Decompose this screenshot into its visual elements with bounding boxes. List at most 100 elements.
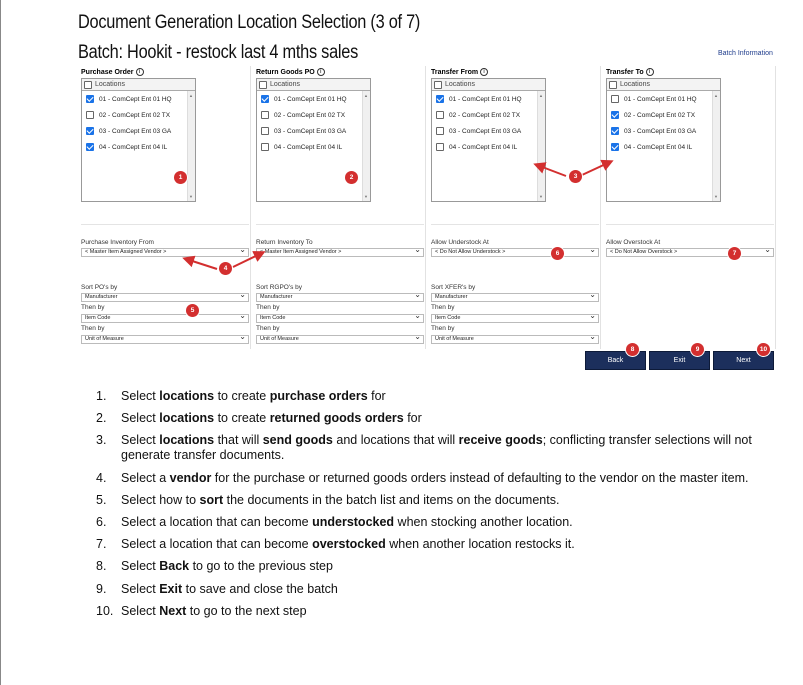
- location-option[interactable]: 01 - ComCept Ent 01 HQ: [432, 91, 545, 107]
- step-keyword: locations: [159, 389, 215, 403]
- step-fragment: Select: [121, 389, 160, 403]
- callout-badge-5: 5: [186, 304, 199, 317]
- step-text: Select a location that can become overst…: [121, 537, 575, 552]
- then-by-label: Then by: [431, 304, 455, 311]
- step-fragment: Select: [121, 411, 160, 426]
- step-keyword: send goods: [262, 433, 333, 448]
- location-option[interactable]: 01 - ComCept Ent 01 HQ: [82, 91, 195, 107]
- location-option[interactable]: 03 - ComCept Ent 03 GA: [607, 123, 720, 139]
- page-left-border: [0, 0, 1, 685]
- then-by-label: Then by: [81, 304, 105, 311]
- step-text: Select Exit to save and close the batch: [121, 582, 338, 597]
- step-fragment: and locations that will: [332, 433, 459, 448]
- location-checkbox[interactable]: [86, 95, 94, 103]
- info-icon[interactable]: i: [316, 68, 325, 76]
- then-by-select[interactable]: Item Code: [431, 312, 599, 323]
- location-checkbox[interactable]: [261, 143, 269, 151]
- select-all-checkbox[interactable]: [259, 80, 267, 89]
- next-button[interactable]: Next: [713, 351, 774, 370]
- location-checkbox[interactable]: [261, 111, 269, 119]
- step-fragment: to go to the previous step: [189, 559, 333, 574]
- info-icon[interactable]: i: [135, 68, 144, 76]
- select-all-checkbox[interactable]: [434, 80, 442, 89]
- step-keyword: understocked: [312, 514, 395, 529]
- location-checkbox[interactable]: [611, 143, 619, 151]
- step-keyword: Next: [159, 603, 187, 618]
- location-option[interactable]: 04 - ComCept Ent 04 IL: [257, 139, 370, 155]
- location-checkbox[interactable]: [436, 95, 444, 103]
- instruction-step: 8.Select Back to go to the previous step: [96, 559, 776, 574]
- then-by-select[interactable]: Item Code: [81, 312, 249, 323]
- instruction-step: 3.Select locations that will send goods …: [96, 433, 776, 463]
- step-keyword: sort: [199, 492, 224, 507]
- then-by-select-2[interactable]: Unit of Measure: [256, 333, 424, 344]
- location-checkbox[interactable]: [86, 143, 94, 151]
- select-all-checkbox[interactable]: [84, 80, 92, 89]
- step-fragment: Select how to: [121, 492, 200, 507]
- location-option[interactable]: 02 - ComCept Ent 02 TX: [607, 107, 720, 123]
- location-list-header: Locations: [257, 79, 370, 91]
- step-keyword: returned goods orders: [269, 411, 404, 426]
- location-option[interactable]: 01 - ComCept Ent 01 HQ: [607, 91, 720, 107]
- step-number: 10.: [96, 603, 114, 618]
- step-text: Select a location that can become unders…: [121, 515, 573, 530]
- step-keyword: receive goods: [458, 433, 543, 448]
- step-fragment: Select a location that can become: [121, 514, 313, 529]
- callout-badge-3: 3: [569, 170, 582, 183]
- callout-badge-1: 1: [174, 171, 187, 184]
- location-option[interactable]: 02 - ComCept Ent 02 TX: [432, 107, 545, 123]
- divider: [431, 224, 599, 225]
- location-checkbox[interactable]: [436, 111, 444, 119]
- location-option[interactable]: 02 - ComCept Ent 02 TX: [82, 107, 195, 123]
- listbox-scrollbar[interactable]: [362, 91, 370, 201]
- info-icon[interactable]: i: [645, 68, 654, 76]
- location-option[interactable]: 03 - ComCept Ent 03 GA: [257, 123, 370, 139]
- field-select[interactable]: < Master Item Assigned Vendor >: [256, 246, 424, 257]
- step-number: 7.: [96, 537, 107, 552]
- location-option[interactable]: 04 - ComCept Ent 04 IL: [82, 139, 195, 155]
- location-option[interactable]: 03 - ComCept Ent 03 GA: [432, 123, 545, 139]
- listbox-scrollbar[interactable]: [537, 91, 545, 201]
- location-checkbox[interactable]: [436, 127, 444, 135]
- location-option[interactable]: 04 - ComCept Ent 04 IL: [432, 139, 545, 155]
- listbox-scrollbar[interactable]: [187, 91, 195, 201]
- sort-select[interactable]: Manufacturer: [256, 291, 424, 302]
- location-checkbox[interactable]: [436, 143, 444, 151]
- select-all-checkbox[interactable]: [609, 80, 617, 89]
- field-select[interactable]: < Master Item Assigned Vendor >: [81, 246, 249, 257]
- location-checkbox[interactable]: [86, 127, 94, 135]
- location-checkbox[interactable]: [611, 127, 619, 135]
- step-fragment: the documents in the batch list and item…: [223, 492, 560, 507]
- sort-select[interactable]: Manufacturer: [431, 291, 599, 302]
- location-checkbox[interactable]: [611, 95, 619, 103]
- location-checkbox[interactable]: [261, 127, 269, 135]
- then-by-select[interactable]: Item Code: [256, 312, 424, 323]
- step-fragment: Select a: [121, 470, 170, 485]
- location-list-header: Locations: [607, 79, 720, 91]
- location-list-header: Locations: [432, 79, 545, 91]
- location-option[interactable]: 02 - ComCept Ent 02 TX: [257, 107, 370, 123]
- instruction-step: 7. Select a location that can become over…: [96, 537, 776, 552]
- info-icon[interactable]: i: [480, 68, 489, 76]
- sort-select[interactable]: Manufacturer: [81, 291, 249, 302]
- step-fragment: when stocking another location.: [394, 514, 573, 529]
- batch-information-link[interactable]: Batch Information: [718, 50, 773, 57]
- then-by-select-2[interactable]: Unit of Measure: [81, 333, 249, 344]
- field-select[interactable]: < Do Not Allow Overstock >: [606, 246, 774, 257]
- location-option[interactable]: 01 - ComCept Ent 01 HQ: [257, 91, 370, 107]
- location-checkbox[interactable]: [86, 111, 94, 119]
- then-by-select-2[interactable]: Unit of Measure: [431, 333, 599, 344]
- location-option[interactable]: 04 - ComCept Ent 04 IL: [607, 139, 720, 155]
- listbox-scrollbar[interactable]: [712, 91, 720, 201]
- step-fragment: ; conflicting transfer selections will n…: [121, 433, 752, 463]
- location-checkbox[interactable]: [611, 111, 619, 119]
- field-select[interactable]: < Do Not Allow Understock >: [431, 246, 599, 257]
- then-by-label-2: Then by: [256, 325, 280, 332]
- location-checkbox[interactable]: [261, 95, 269, 103]
- location-option[interactable]: 03 - ComCept Ent 03 GA: [82, 123, 195, 139]
